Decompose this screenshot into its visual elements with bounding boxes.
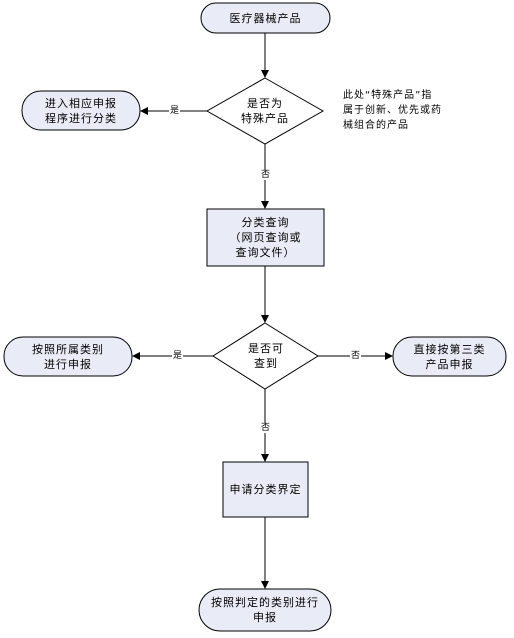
- decision-special-label: 是否为 特殊产品: [241, 97, 289, 125]
- class3-route-label: 直接按第三类 产品申报: [413, 342, 486, 371]
- edge-label-found-no: 否: [350, 351, 362, 361]
- special-product-note: 此处“特殊产品”指 属于创新、优先或药 械组合的产品: [343, 90, 442, 131]
- start-label: 医疗器械产品: [229, 11, 302, 25]
- query-label: 分类查询 （网页查询或 查询文件）: [229, 216, 302, 259]
- apply-label: 申请分类界定: [229, 483, 302, 496]
- decision-found-label: 是否可 查到: [248, 342, 284, 370]
- apply-process-box: [222, 461, 309, 518]
- class3-route-terminator: [392, 336, 507, 377]
- query-process-box: [206, 208, 325, 267]
- edge-label-found-yes: 是: [172, 351, 184, 361]
- end-terminator: [198, 588, 332, 632]
- edge-label-apply-no: 否: [260, 423, 272, 433]
- end-label: 按照判定的类别进行 申报: [211, 596, 319, 624]
- edge-label-special-no: 否: [260, 170, 272, 180]
- edge-label-special-yes: 是: [169, 106, 181, 116]
- found-route-label: 按照所属类别 进行申报: [32, 342, 104, 371]
- special-route-label: 进入相应申报 程序进行分类: [45, 96, 117, 125]
